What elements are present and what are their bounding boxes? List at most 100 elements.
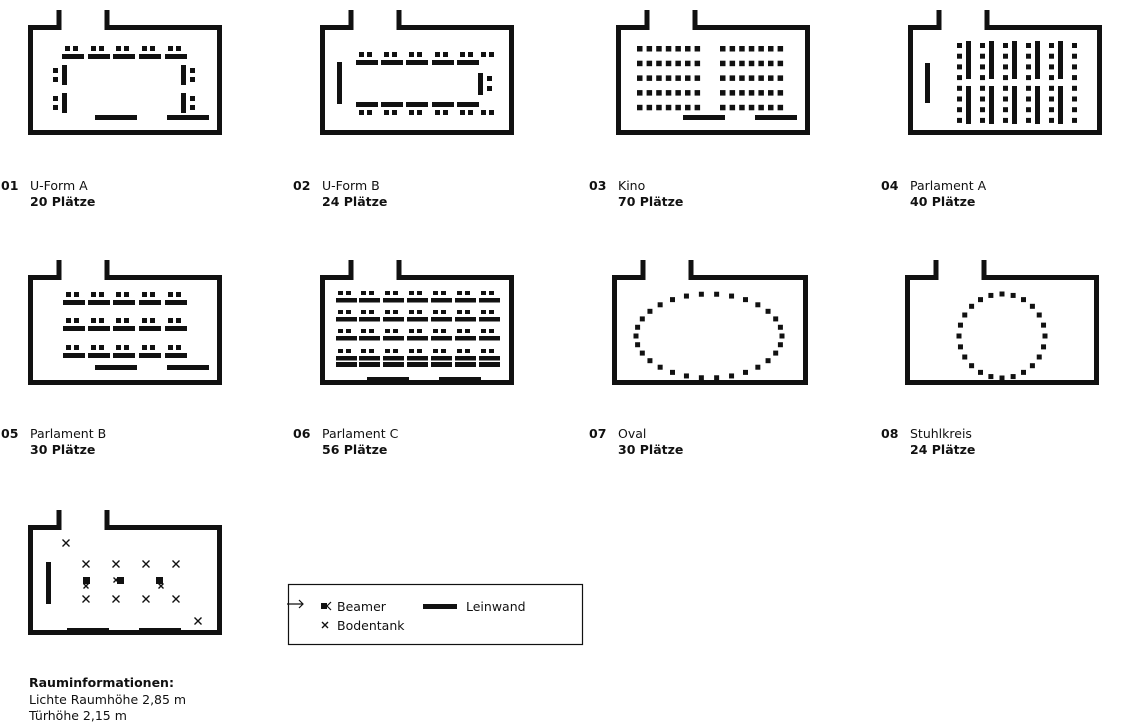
chair [957,64,962,70]
chair [665,90,672,96]
plan-04-parlament-a [908,10,1102,135]
chair [988,292,994,298]
chair [142,46,147,51]
chair [957,96,962,102]
chair [433,291,438,295]
chair [748,46,755,52]
chair [1036,354,1042,360]
layout-name: Parlament B [30,426,107,441]
table [479,298,500,303]
chair [91,46,96,51]
table [62,93,67,113]
chair [777,90,784,96]
chair [481,291,486,295]
table [139,54,161,59]
chair [957,322,963,328]
table [165,54,187,59]
seat-count: 56 Plätze [322,442,388,457]
chair [489,291,494,295]
chair [1003,75,1008,81]
chair [637,60,643,67]
seat-count: 24 Plätze [322,194,388,209]
chair [729,46,736,52]
chair [435,52,440,57]
table [336,298,357,303]
table [407,356,428,361]
table [1012,86,1017,124]
chair [657,364,663,370]
bodentank-icon [112,560,120,568]
table [479,336,500,341]
chair [417,291,422,295]
table [165,326,187,331]
chair [755,364,761,370]
chair [1072,107,1077,113]
chair [646,60,653,67]
chair [1041,344,1047,350]
chair [1003,53,1008,59]
chair [168,318,173,323]
leinwand-screen [755,115,797,120]
table [113,54,135,59]
chair [91,345,96,350]
chair [417,310,422,314]
bodentank-icon [113,577,119,583]
table [432,60,454,65]
table [336,317,357,322]
chair [393,329,398,333]
chair [443,110,448,115]
table [966,86,971,124]
chair [656,75,662,81]
room-information: Rauminformationen: Lichte Raumhöhe 2,85 … [29,675,186,725]
chair [720,46,726,52]
chair [1049,96,1054,102]
leinwand-screen [46,562,51,604]
chair [73,46,78,51]
plan-08-stuhlkreis [905,260,1099,385]
chair [465,349,470,353]
chair [969,303,975,309]
table [359,336,380,341]
chair [743,297,748,303]
chair [384,52,389,57]
chair [768,75,774,81]
chair [53,96,58,101]
chair [637,90,643,96]
chair [369,329,374,333]
chair [980,75,985,81]
chair [460,110,465,115]
beamer-icon [83,577,90,584]
chair [739,46,745,52]
chair [409,291,414,295]
chair [1003,64,1008,70]
layout-name: Kino [618,178,646,193]
chair [176,292,181,297]
chair [392,52,397,57]
table [381,60,403,65]
seat-count: 40 Plätze [910,194,976,209]
chair [646,90,653,96]
chair [66,345,71,350]
chair [150,292,155,297]
table [407,336,428,341]
door-height: Türhöhe 2,15 m [29,708,127,723]
chair [1049,85,1054,91]
table [165,353,187,358]
chair [694,46,701,52]
chair [988,374,994,380]
table [88,326,110,331]
chair [1041,322,1047,328]
table [356,60,378,65]
chair [409,52,414,57]
chair [639,350,645,356]
chair [962,354,968,360]
leinwand-screen [95,365,137,370]
chair [465,310,470,314]
chair [489,110,494,115]
chair [338,310,343,314]
chair [1021,369,1026,375]
bodentank-icon [194,617,202,625]
chair [956,333,962,339]
chair [433,329,438,333]
chair [685,46,691,52]
